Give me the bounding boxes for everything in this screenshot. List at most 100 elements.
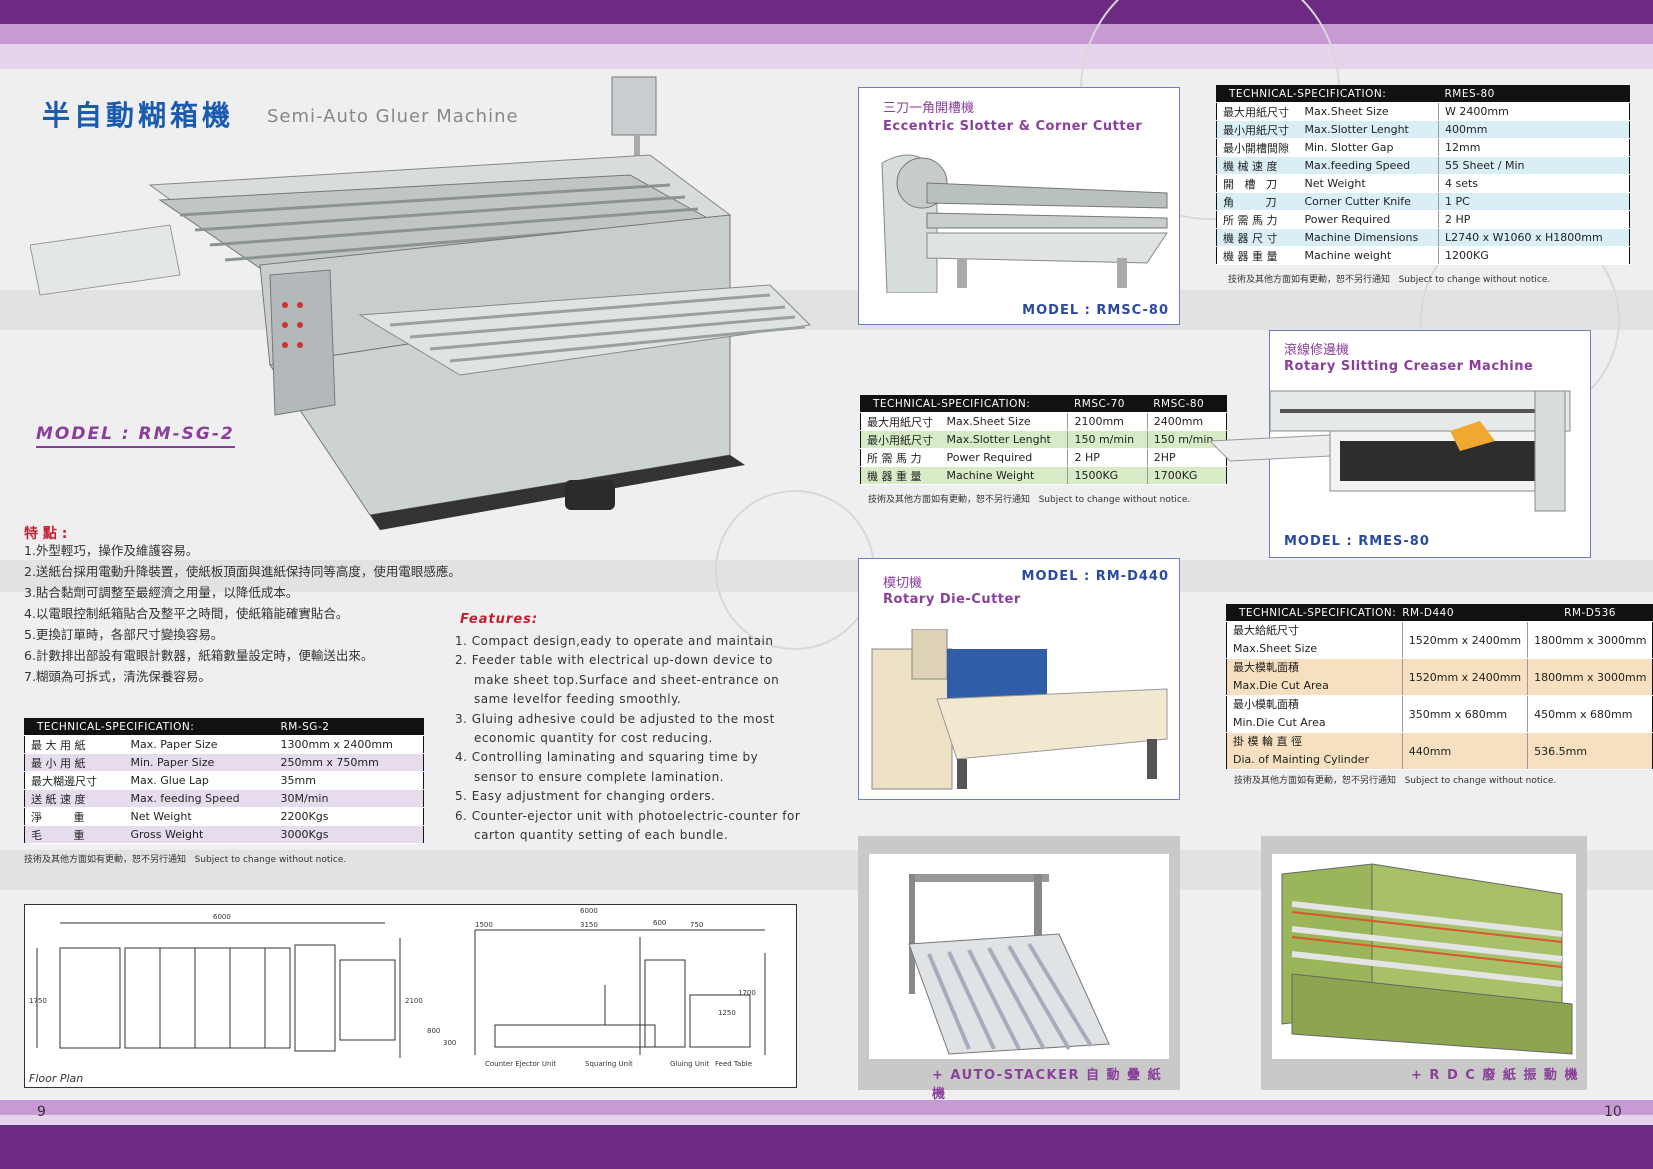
notice-text: 技術及其他方面如有更動，恕不另行通知 Subject to change wit… [868, 495, 1191, 505]
machine-name-cn: 模切機 [883, 576, 923, 591]
dim-label: 600 [653, 919, 666, 927]
spec-cell: Net Weight [124, 807, 275, 826]
bottom-band-light [0, 1115, 1653, 1125]
feature-item-cn: 2.送紙台採用電動升降裝置，使紙板頂面與進紙保持同等高度，使用電眼感應。 [24, 564, 461, 579]
spec-cell: 2200Kgs [274, 807, 424, 826]
unit-label: Counter Ejector Unit [485, 1060, 556, 1068]
page-title-en: Semi-Auto Gluer Machine [267, 106, 519, 127]
spec-label-cn: 最大給紙尺寸 [1233, 624, 1299, 637]
feature-item-en: 2. Feeder table with electrical up-down … [455, 653, 780, 707]
spec-header-model: RMSC-70 [1067, 395, 1148, 413]
spec-cell: 30M/min [274, 789, 424, 808]
spec-cell: 最大用紙尺寸 [1216, 102, 1299, 121]
dim-label: 6000 [580, 907, 598, 915]
spec-cell: Machine Weight [940, 466, 1068, 485]
spec-cell: 1 PC [1438, 192, 1630, 211]
spec-cell: 最小用紙尺寸 [1216, 120, 1299, 139]
spec-cell: Machine Dimensions [1298, 228, 1439, 247]
spec-cell: 最大用紙尺寸 [860, 412, 941, 431]
notice-text: 技術及其他方面如有更動，恕不另行通知 Subject to change wit… [1228, 275, 1551, 285]
table-row: 機 械 速 度 Max.feeding Speed 55 Sheet / Min [1216, 156, 1630, 175]
spec-cell: Max. feeding Speed [124, 789, 275, 808]
rmes-photo [1210, 390, 1571, 512]
spec-header: TECHNICAL-SPECIFICATION: [1216, 85, 1439, 103]
model-label: MODEL : RM-SG-2 [36, 424, 235, 448]
table-row: 淨 重 Net Weight 2200Kgs [24, 807, 424, 826]
spec-cell: 最大模軋面積 Max.Die Cut Area [1226, 658, 1403, 696]
spec-cell: Min. Slotter Gap [1298, 138, 1439, 157]
diecutter-box: 模切機 MODEL : RM-D440 Rotary Die-Cutter [858, 558, 1180, 800]
spec-cell: 2400mm [1146, 412, 1227, 431]
table-row: 最小開槽間隙 Min. Slotter Gap 12mm [1216, 138, 1630, 157]
spec-cell: 440mm [1401, 732, 1528, 770]
spec-cell: Max.feeding Speed [1298, 156, 1439, 175]
auto-stacker-photo [869, 854, 1169, 1059]
spec-table-rmes: TECHNICAL-SPECIFICATION: RMES-80 最大用紙尺寸 … [1216, 85, 1630, 265]
spec-cell: 掛 模 輪 直 徑 Dia. of Mainting Cylinder [1226, 732, 1403, 770]
spec-cell: Max.Slotter Lenght [940, 430, 1068, 449]
spec-label-en: Min.Die Cut Area [1233, 716, 1326, 729]
spec-label-cn: 最小模軋面積 [1233, 698, 1299, 711]
slotter-photo [881, 154, 1168, 293]
features-heading-cn: 特 點 : [24, 526, 68, 542]
page-number: 10 [1604, 1104, 1622, 1120]
spec-table-rm-d: TECHNICAL-SPECIFICATION: RM-D440 RM-D536… [1226, 604, 1653, 770]
spec-cell: 55 Sheet / Min [1438, 156, 1630, 175]
dim-label: 2100 [405, 997, 423, 1005]
rdc-panel: + R D C 廢 紙 振 動 機 [1261, 836, 1587, 1090]
bottom-band-mid [0, 1100, 1653, 1115]
rdc-photo [1272, 854, 1576, 1059]
feature-item-en: 4. Controlling laminating and squaring t… [455, 750, 759, 784]
notice-text: 技術及其他方面如有更動，恕不另行通知 Subject to change wit… [24, 855, 347, 865]
spec-cell: 150 m/min [1067, 430, 1148, 449]
spec-cell: 2HP [1146, 448, 1227, 467]
floor-plan-label: Floor Plan [29, 1072, 84, 1085]
spec-cell: 2100mm [1067, 412, 1148, 431]
rdc-caption: + R D C 廢 紙 振 動 機 [1411, 1068, 1579, 1083]
rmes-box: 滾線修邊機 Rotary Slitting Creaser Machine MO… [1210, 330, 1591, 558]
spec-cell: 1800mm x 3000mm [1527, 621, 1653, 659]
machine-model: MODEL : RMSC-80 [1022, 303, 1169, 318]
machine-name-cn: 滾線修邊機 [1284, 343, 1350, 358]
table-row: 送 紙 速 度 Max. feeding Speed 30M/min [24, 789, 424, 808]
machine-name-en: Rotary Slitting Creaser Machine [1284, 359, 1534, 374]
table-row: 毛 重 Gross Weight 3000Kgs [24, 825, 424, 844]
table-row: 最大用紙尺寸 Max.Sheet Size W 2400mm [1216, 102, 1630, 121]
dim-label: 3150 [580, 921, 598, 929]
spec-label-en: Max.Die Cut Area [1233, 679, 1329, 692]
spec-cell: 35mm [274, 771, 424, 790]
table-row: 開 槽 刀 Net Weight 4 sets [1216, 174, 1630, 193]
machine-name-cn: 三刀一角開槽機 [883, 101, 975, 116]
spec-cell: 所 需 馬 力 [860, 448, 941, 467]
spec-cell: 536.5mm [1527, 732, 1653, 770]
spec-header-model: RMSC-80 [1147, 395, 1227, 413]
spec-table-rm-sg-2: TECHNICAL-SPECIFICATION: RM-SG-2 最 大 用 紙… [24, 718, 424, 844]
spec-cell: Power Required [1298, 210, 1439, 229]
feature-item-en: 3. Gluing adhesive could be adjusted to … [455, 711, 775, 746]
auto-stacker-panel: + AUTO-STACKER 自 動 疊 紙 機 [858, 836, 1180, 1102]
spec-cell: 12mm [1438, 138, 1630, 157]
spec-cell: 角 刀 [1216, 192, 1299, 211]
features-list-en: 1. Compact design,eady to operate and ma… [455, 632, 805, 845]
dim-label: 750 [690, 921, 703, 929]
machine-name-en: Eccentric Slotter & Corner Cutter [883, 119, 1143, 134]
feature-item-cn: 6.計數排出部設有電眼計數器，紙箱數量設定時，便輸送出來。 [24, 648, 374, 663]
spec-cell: 350mm x 680mm [1401, 695, 1528, 733]
feature-item-cn: 5.更換訂單時，各部尺寸變換容易。 [24, 627, 224, 642]
spec-cell: Max.Sheet Size [1298, 102, 1439, 121]
spec-cell: Max. Paper Size [124, 735, 275, 754]
top-band-light [0, 44, 1653, 69]
feature-item-cn: 3.貼合黏劑可調整至最經濟之用量，以降低成本。 [24, 585, 299, 600]
spec-cell: 4 sets [1438, 174, 1630, 193]
spec-cell: 最 大 用 紙 [24, 735, 125, 754]
notice-text: 技術及其他方面如有更動，恕不另行通知 Subject to change wit… [1234, 776, 1557, 786]
spec-cell: 最小用紙尺寸 [860, 430, 941, 449]
unit-label: Feed Table [715, 1060, 752, 1068]
dim-label: 300 [443, 1039, 456, 1047]
table-row: 最大糊邊尺寸 Max. Glue Lap 35mm [24, 771, 424, 790]
spec-cell: 1520mm x 2400mm [1401, 621, 1528, 659]
feature-item-cn: 4.以電眼控制紙箱貼合及整平之時間，使紙箱能確實貼合。 [24, 606, 349, 621]
spec-cell: Machine weight [1298, 246, 1439, 265]
spec-cell: Max. Glue Lap [124, 771, 275, 790]
spec-cell: 最 小 用 紙 [24, 753, 125, 772]
